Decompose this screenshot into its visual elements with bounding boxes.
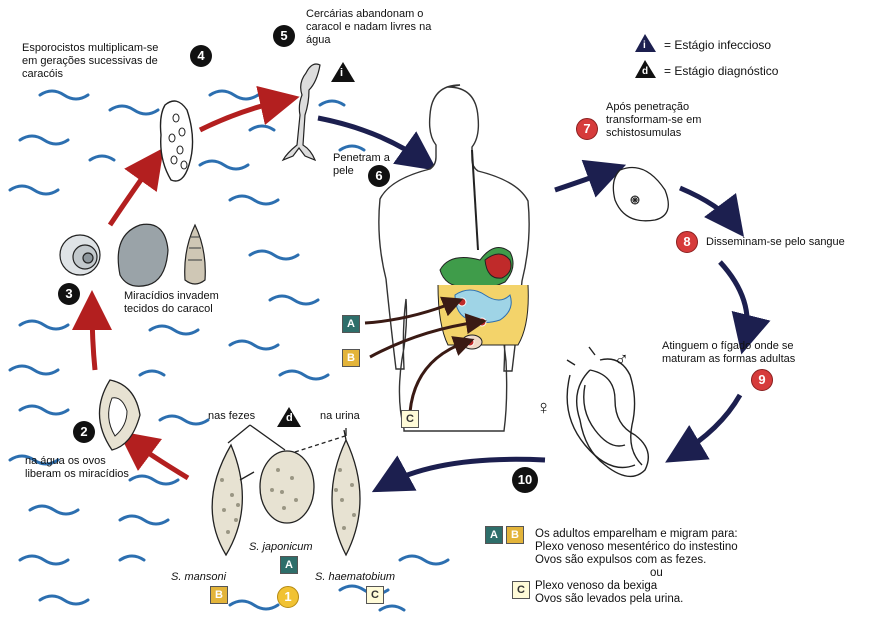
legend-diagnostic-letter: d: [642, 65, 648, 78]
cercaria: [283, 64, 320, 160]
adults-note-line4: ou: [535, 567, 738, 580]
schistosomulum: [613, 168, 668, 221]
step-3-line2: tecidos do caracol: [124, 303, 219, 316]
step-2-line1: na água os ovos: [25, 455, 129, 468]
label-s-japonicum: S. japonicum: [249, 541, 313, 554]
note-marker-a: A: [485, 526, 503, 544]
step-6-line1: Penetram a: [333, 152, 390, 165]
sporocyst: [161, 101, 193, 181]
note-marker-b: B: [506, 526, 524, 544]
legend-infective-letter: i: [643, 39, 646, 52]
step-6-badge: 6: [368, 165, 390, 187]
miracidium-egg: [99, 380, 140, 450]
step-3-text: Miracídios invadem tecidos do caracol: [124, 290, 219, 316]
step-2-badge: 2: [73, 421, 95, 443]
step-7-line2: transformam-se em: [606, 114, 701, 127]
step-2-text: na água os ovos liberam os miracídios: [25, 455, 129, 481]
marker-c-body: C: [401, 410, 419, 428]
marker-a-japonicum: A: [280, 556, 298, 574]
egg-branch-lines: [228, 425, 346, 452]
eggs: [212, 430, 360, 555]
legend-diagnostic-text: Estágio diagnóstico: [674, 64, 778, 78]
legend-diagnostic-label: = Estágio diagnóstico: [664, 65, 778, 78]
label-s-mansoni: S. mansoni: [171, 571, 226, 584]
step-3-badge: 3: [58, 283, 80, 305]
marker-b-mansoni: B: [210, 586, 228, 604]
marker-c-haematobium: C: [366, 586, 384, 604]
step-4-line2: em gerações sucessivas de: [22, 55, 158, 68]
step-5-line3: água: [306, 34, 431, 47]
step-4-line1: Esporocistos multiplicam-se: [22, 42, 158, 55]
adult-worms: [567, 347, 648, 476]
step-7-line3: schistosumulas: [606, 127, 701, 140]
step-7-badge: 7: [576, 118, 598, 140]
label-s-haematobium: S. haematobium: [315, 571, 395, 584]
step-9-badge: 9: [751, 369, 773, 391]
label-nas-fezes: nas fezes: [208, 410, 255, 423]
step-9-text: Atinguem o fígado onde se maturam as for…: [662, 340, 795, 366]
legend-infective-label: = Estágio infeccioso: [664, 39, 771, 52]
adults-note-line5: Plexo venoso da bexiga: [535, 580, 738, 593]
step-10-badge: 10: [512, 467, 538, 493]
step-2-line2: liberam os miracídios: [25, 468, 129, 481]
step-5-line1: Cercárias abandonam o: [306, 8, 431, 21]
step-4-text: Esporocistos multiplicam-se em gerações …: [22, 42, 158, 81]
step-8-text: Disseminam-se pelo sangue: [706, 236, 845, 249]
step-4-line3: caracóis: [22, 68, 158, 81]
adults-note-line1: Os adultos emparelham e migram para:: [535, 528, 738, 541]
infective-stage-marker: i: [340, 67, 343, 80]
step-4-badge: 4: [190, 45, 212, 67]
step-5-text: Cercárias abandonam o caracol e nadam li…: [306, 8, 431, 47]
adults-note-line3: Ovos são expulsos com as fezes.: [535, 554, 738, 567]
adults-note-line6: Ovos são levados pela urina.: [535, 593, 738, 606]
step-5-badge: 5: [273, 25, 295, 47]
step-9-line2: maturam as formas adultas: [662, 353, 795, 366]
label-na-urina: na urina: [320, 410, 360, 423]
step-8-badge: 8: [676, 231, 698, 253]
legend-infective-text: Estágio infeccioso: [674, 38, 771, 52]
male-symbol: ♂: [614, 350, 629, 370]
marker-a-body: A: [342, 315, 360, 333]
step-7-line1: Após penetração: [606, 101, 701, 114]
snails: [60, 224, 205, 286]
step-1-badge: 1: [277, 586, 299, 608]
adults-note: Os adultos emparelham e migram para: Ple…: [535, 528, 738, 606]
step-9-line1: Atinguem o fígado onde se: [662, 340, 795, 353]
note-marker-c: C: [512, 581, 530, 599]
female-symbol: ♀: [536, 398, 551, 418]
marker-b-body: B: [342, 349, 360, 367]
step-5-line2: caracol e nadam livres na: [306, 21, 431, 34]
diagnostic-stage-marker: d: [286, 412, 293, 425]
step-3-line1: Miracídios invadem: [124, 290, 219, 303]
step-7-text: Após penetração transformam-se em schist…: [606, 101, 701, 140]
adults-note-line2: Plexo venoso mesentérico do instestino: [535, 541, 738, 554]
